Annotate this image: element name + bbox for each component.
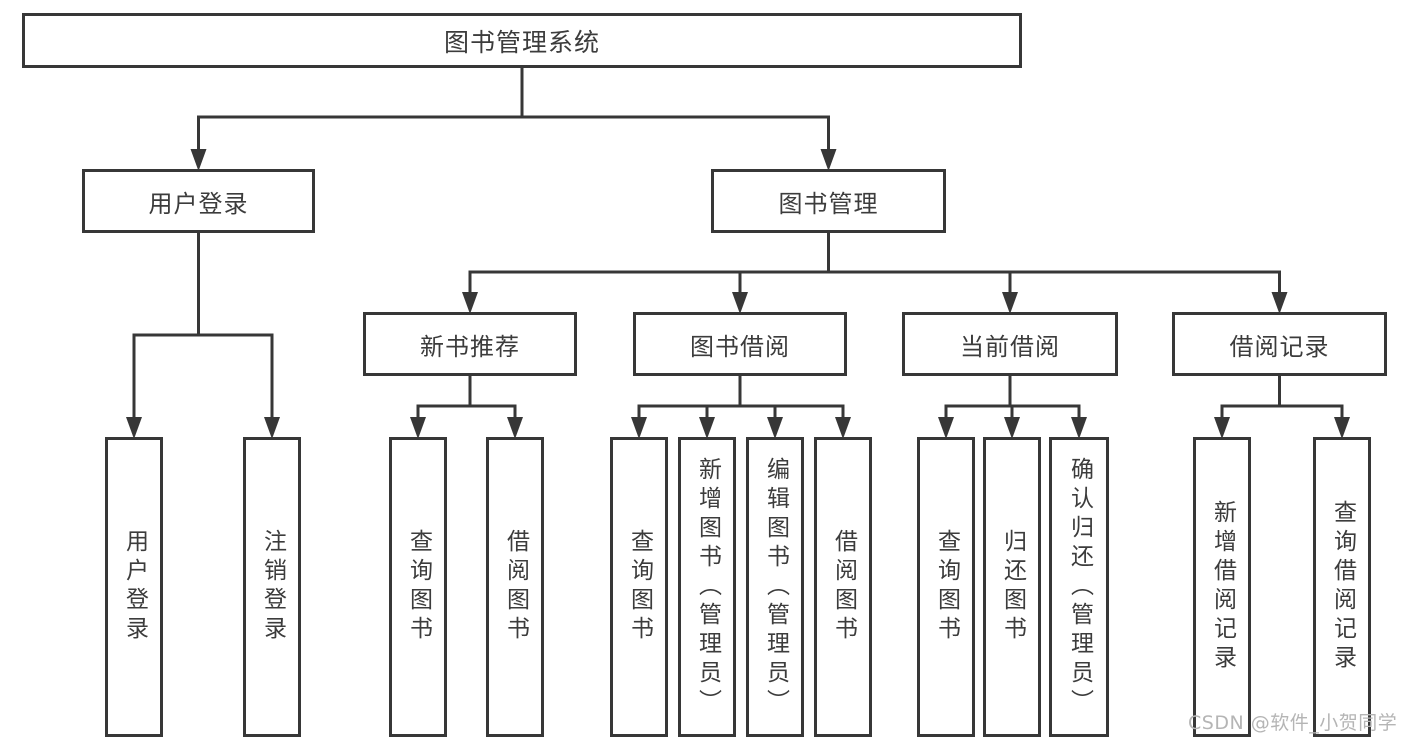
node-label: 借阅记录 — [1229, 332, 1330, 361]
connector-book-borrow — [631, 376, 851, 439]
node-label: 查询借阅记录 — [1329, 500, 1356, 674]
connector-user-login — [126, 233, 280, 439]
connector-current-borrow — [938, 376, 1087, 439]
node-leaf-logout: 注销登录 — [243, 437, 301, 737]
node-root: 图书管理系统 — [22, 13, 1022, 68]
node-leaf-confirm-return: 确认归还（管理员） — [1049, 437, 1109, 737]
node-label: 借阅图书 — [502, 529, 529, 645]
node-book-borrow: 图书借阅 — [633, 312, 847, 376]
node-label: 确认归还（管理员） — [1066, 456, 1093, 718]
node-label: 查询图书 — [405, 529, 432, 645]
node-leaf-borrow-books-2: 借阅图书 — [814, 437, 872, 737]
node-label: 用户登录 — [121, 529, 148, 645]
node-label: 新增图书（管理员） — [694, 456, 721, 718]
node-label: 图书借阅 — [690, 332, 790, 361]
node-book-mgmt: 图书管理 — [711, 169, 946, 233]
node-label: 新书推荐 — [420, 332, 520, 361]
connector-root — [190, 68, 837, 171]
node-label: 查询图书 — [626, 529, 653, 645]
node-label: 借阅图书 — [830, 529, 857, 645]
connector-borrow-records — [1214, 376, 1350, 439]
node-user-login: 用户登录 — [82, 169, 315, 233]
node-label: 编辑图书（管理员） — [762, 456, 789, 718]
node-leaf-return-books: 归还图书 — [983, 437, 1041, 737]
node-leaf-edit-books: 编辑图书（管理员） — [746, 437, 804, 737]
node-leaf-query-books-2: 查询图书 — [610, 437, 668, 737]
node-label: 注销登录 — [259, 529, 286, 645]
node-label: 查询图书 — [933, 529, 960, 645]
node-label: 图书管理 — [778, 189, 879, 218]
watermark: CSDN @软件_小贺同学 — [1188, 712, 1398, 734]
node-leaf-query-books-1: 查询图书 — [389, 437, 447, 737]
node-leaf-borrow-books-1: 借阅图书 — [486, 437, 544, 737]
node-leaf-user-login: 用户登录 — [105, 437, 163, 737]
node-label: 归还图书 — [999, 529, 1026, 645]
node-leaf-add-books: 新增图书（管理员） — [678, 437, 736, 737]
connector-book-mgmt — [462, 233, 1288, 314]
node-leaf-add-record: 新增借阅记录 — [1193, 437, 1251, 737]
node-label: 图书管理系统 — [443, 27, 600, 57]
node-borrow-records: 借阅记录 — [1172, 312, 1387, 376]
connector-new-book-rec — [410, 376, 523, 439]
node-label: 用户登录 — [148, 189, 249, 218]
node-current-borrow: 当前借阅 — [902, 312, 1118, 376]
node-leaf-query-books-3: 查询图书 — [917, 437, 975, 737]
node-label: 新增借阅记录 — [1209, 500, 1236, 674]
node-leaf-query-record: 查询借阅记录 — [1313, 437, 1371, 737]
node-new-book-rec: 新书推荐 — [363, 312, 577, 376]
node-label: 当前借阅 — [960, 332, 1060, 361]
